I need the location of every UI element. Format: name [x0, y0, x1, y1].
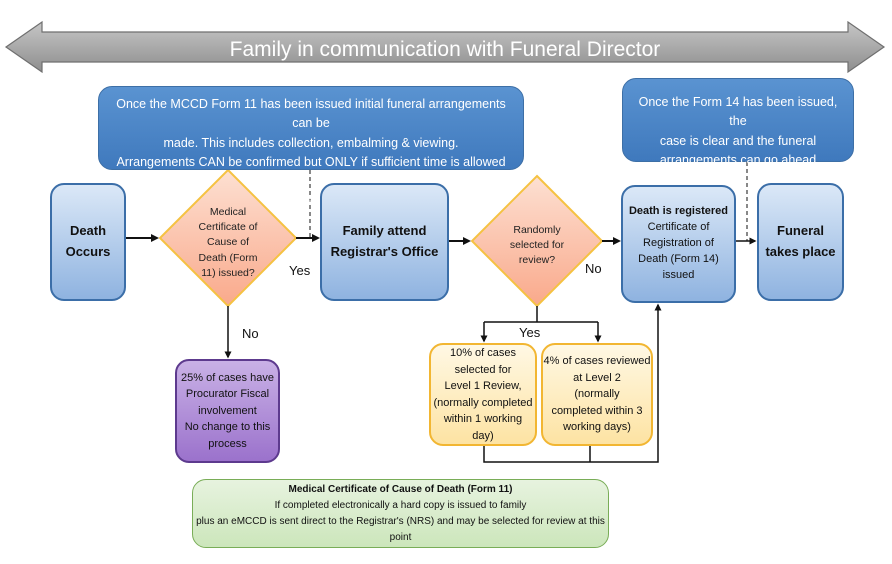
footer-title: Medical Certificate of Cause of Death (F… [288, 483, 513, 495]
note-right-line: Once the Form 14 has been issued, the [638, 95, 838, 129]
node-label: 10% of cases [449, 347, 517, 359]
node-label: involvement [198, 404, 257, 417]
note-left-line: possible review [268, 193, 354, 208]
note-form14-issued: Once the Form 14 has been issued, the ca… [622, 78, 854, 167]
node-label: Level 1 Review, [444, 380, 522, 392]
edge-label-yes-mccd: Yes [289, 263, 311, 278]
decision-line: Randomly [513, 224, 561, 236]
node-label: takes place [765, 244, 836, 259]
edge-label-no-review: No [585, 261, 602, 276]
decision-line: Certificate of [198, 221, 258, 234]
node-label: day) [472, 429, 494, 442]
decision-line: selected for [509, 239, 565, 252]
footer-mccd-info: Medical Certificate of Cause of Death (F… [192, 479, 609, 548]
node-label: Family attend [342, 223, 427, 239]
node-label: working days) [563, 421, 631, 434]
node-label: process [208, 437, 247, 450]
decision-line: Cause of [206, 236, 250, 249]
node-death-registered: Death is registered Certificate of Regis… [621, 185, 736, 303]
node-procurator-fiscal: 25% of cases have Procurator Fiscal invo… [175, 359, 280, 463]
node-label: 25% of cases have [181, 371, 274, 384]
node-label: Occurs [65, 244, 111, 259]
node-death-occurs: Death Occurs [50, 183, 126, 301]
connectors [126, 162, 757, 463]
node-funeral-takes-place: Funeral takes place [757, 183, 844, 301]
note-left-line: Once the MCCD Form 11 has been issued in… [116, 97, 506, 131]
banner-arrow: Family in communication with Funeral Dir… [4, 20, 886, 74]
node-label: issued [662, 268, 695, 281]
node-registrar-office: Family attend Registrar's Office [320, 183, 449, 301]
decision-line: Death (Form [198, 251, 258, 264]
node-label: Registrar's Office [330, 244, 439, 259]
note-left-line: Arrangements CAN be confirmed but ONLY i… [116, 155, 506, 189]
note-funeral-arrangements: Once the MCCD Form 11 has been issued in… [98, 86, 524, 208]
edge-label-no-mccd: No [242, 326, 259, 341]
node-label: at Level 2 [573, 371, 621, 384]
node-label: completed within 3 [551, 404, 643, 417]
decision-line: Medical [209, 206, 247, 218]
node-label: Registration of [643, 237, 714, 250]
node-level2-review: 4% of cases reviewed at Level 2 (normall… [541, 343, 653, 446]
banner-text: Family in communication with Funeral Dir… [230, 38, 661, 61]
node-label: Funeral [777, 223, 824, 239]
node-title: Death is registered [628, 205, 729, 218]
arrow-reviews-to-registered [483, 303, 662, 463]
footer-line: plus an eMCCD is sent direct to the Regi… [196, 515, 605, 543]
node-label: 4% of cases reviewed [543, 355, 651, 368]
decision-line: review? [518, 254, 556, 267]
node-label: Certificate of [647, 221, 710, 234]
node-label: (normally completed [433, 396, 533, 409]
note-right-line: arrangements can go ahead [659, 153, 817, 168]
decision-line: 11) issued? [201, 266, 255, 279]
node-label: (normally [574, 388, 620, 401]
review-decision-label: Randomly selected for review? [497, 223, 577, 269]
edge-label-yes-review: Yes [519, 325, 541, 340]
node-label: Death [69, 223, 107, 239]
footer-line: If completed electronically a hard copy … [274, 499, 527, 511]
node-label: No change to this [184, 421, 271, 434]
mccd-decision-label: Medical Certificate of Cause of Death (F… [183, 205, 273, 281]
node-label: selected for [454, 363, 512, 376]
node-level1-review: 10% of cases selected for Level 1 Review… [429, 343, 537, 446]
node-label: within 1 working [443, 413, 523, 425]
note-left-line: made. This includes collection, embalmin… [163, 135, 459, 150]
node-label: Death (Form 14) [638, 252, 719, 265]
note-right-line: case is clear and the funeral [659, 133, 817, 148]
node-label: Procurator Fiscal [185, 388, 270, 401]
